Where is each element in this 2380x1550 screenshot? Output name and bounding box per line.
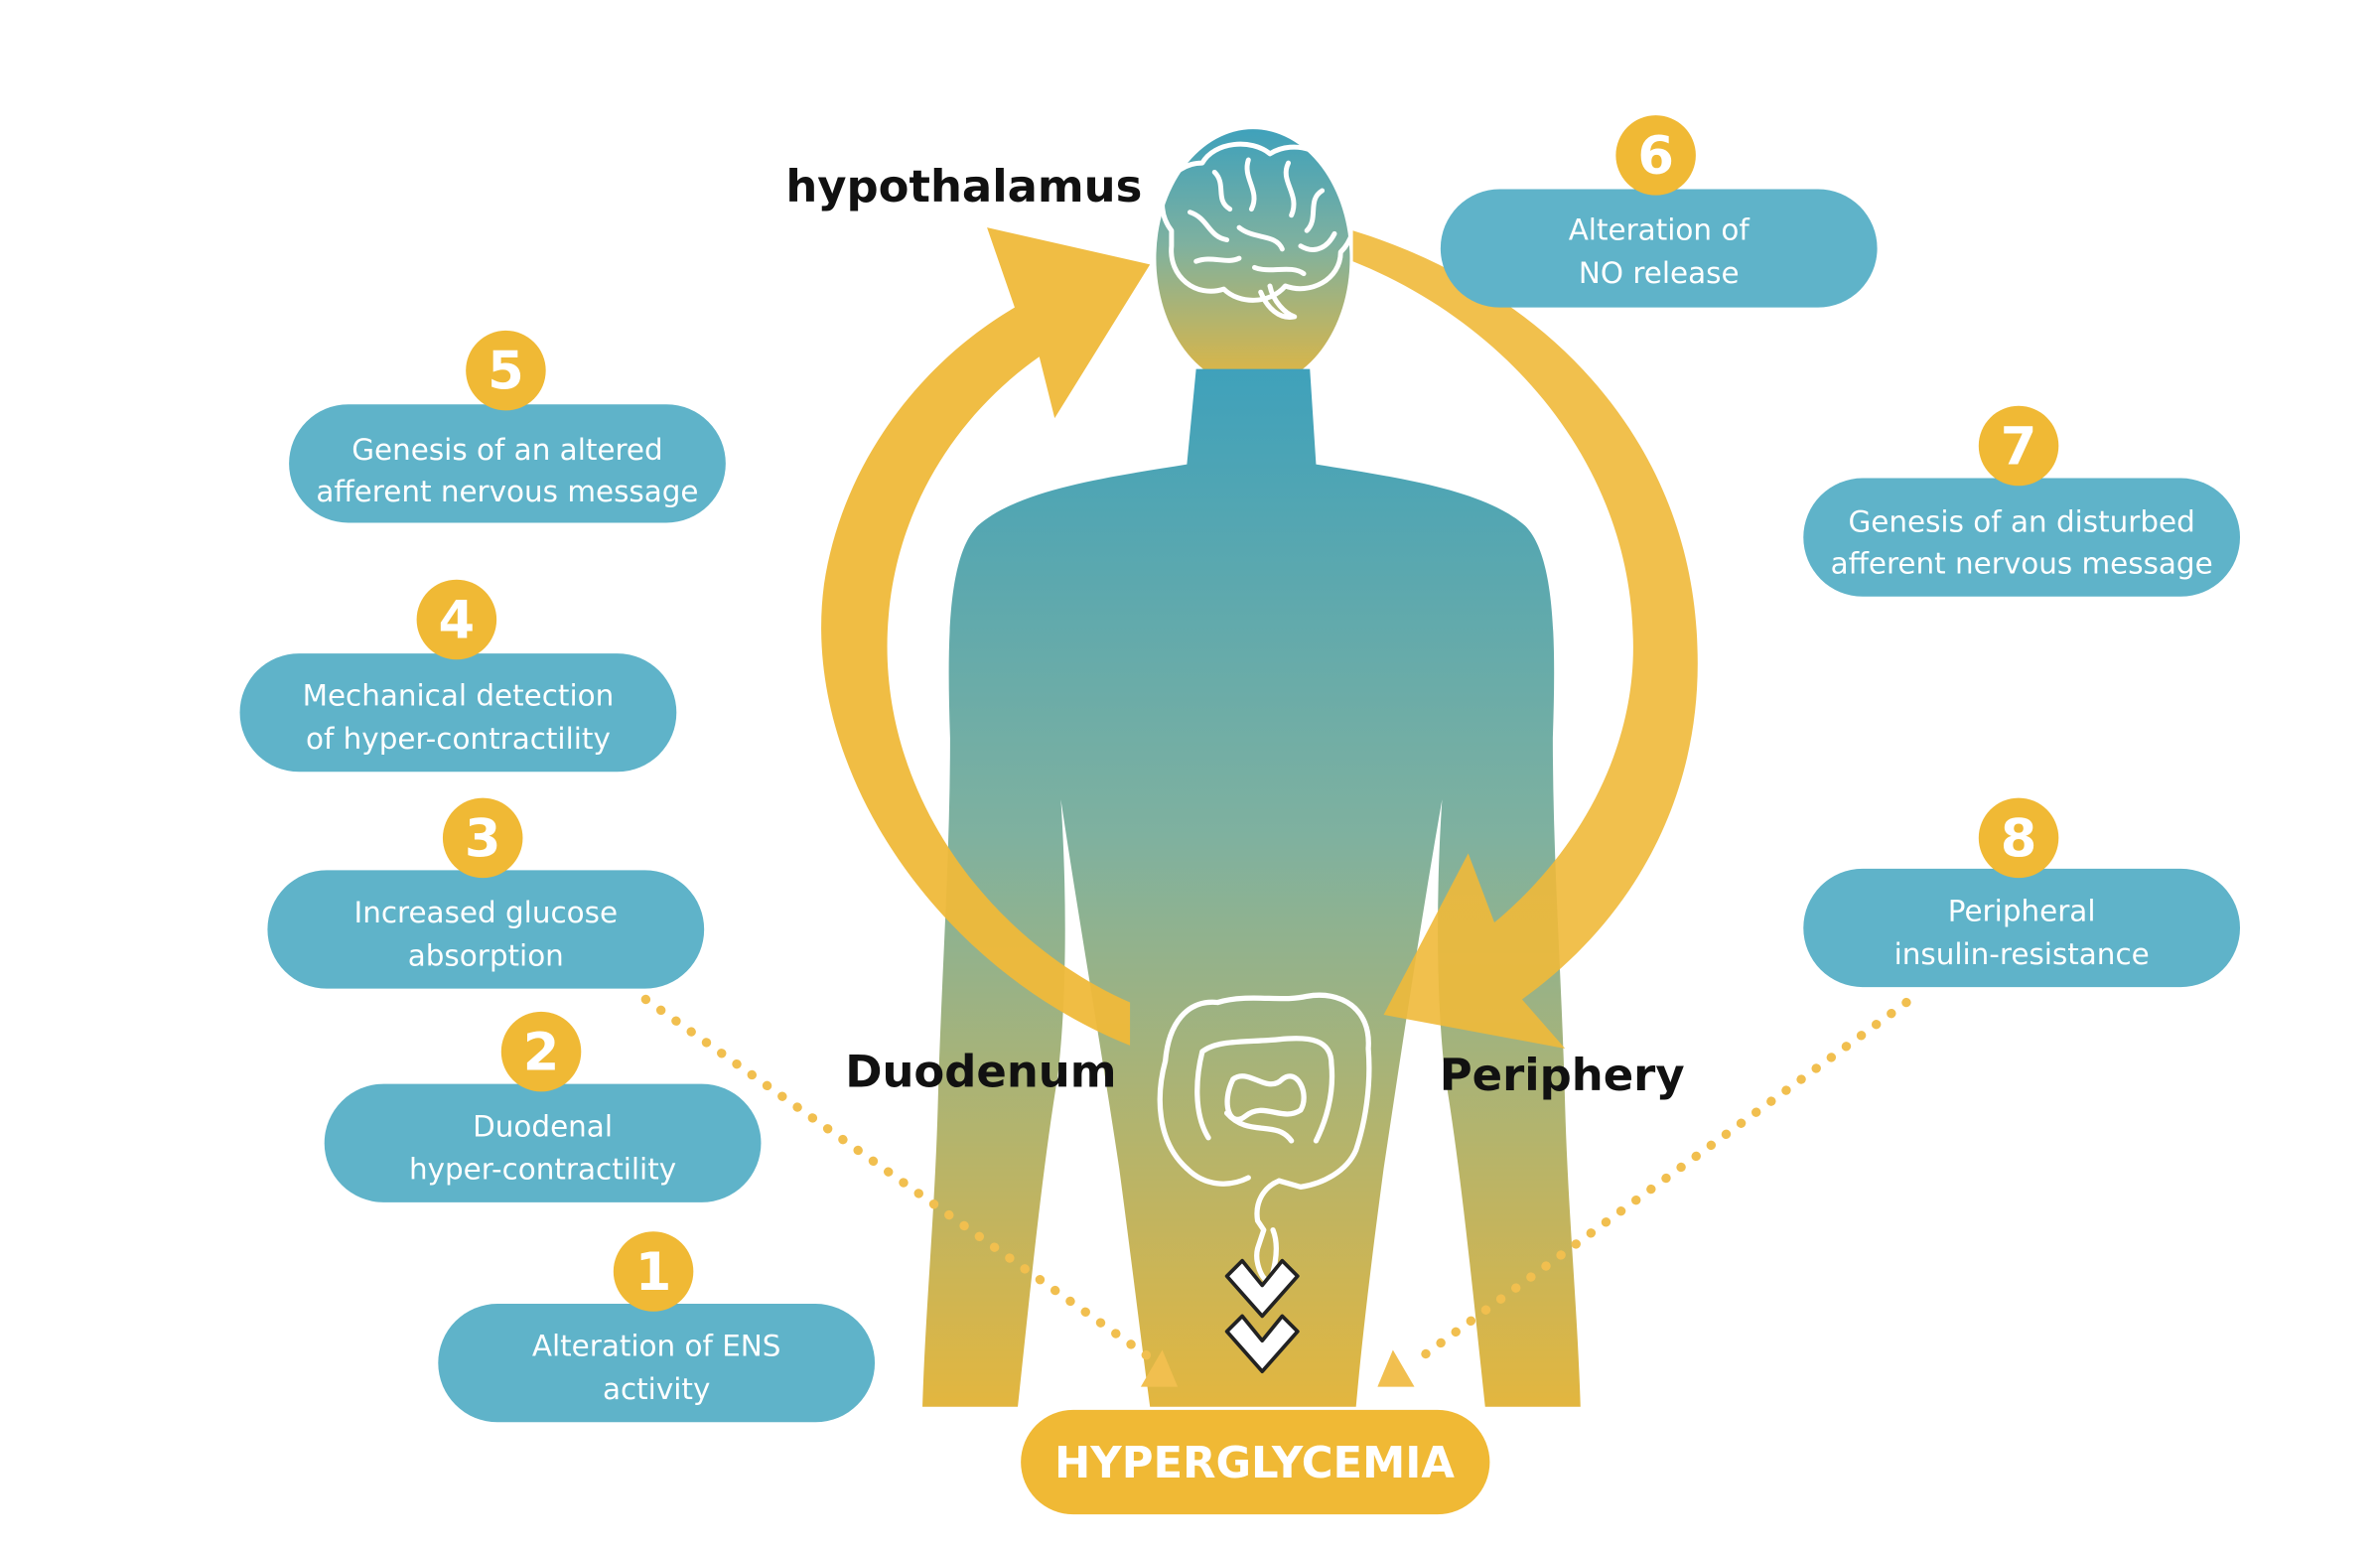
label-periphery: Periphery <box>1440 1049 1685 1101</box>
step-8-badge <box>1978 797 2059 879</box>
step-7-line2: afferent nervous message <box>1831 547 2213 581</box>
step-3-line2: absorption <box>408 938 564 972</box>
step-7: Genesis of an disturbed afferent nervous… <box>1803 405 2241 597</box>
step-3-number: 3 <box>465 808 501 869</box>
result-label: HYPERGLYCEMIA <box>1054 1439 1455 1488</box>
intestine-icon <box>1157 992 1372 1285</box>
step-5-line2: afferent nervous message <box>316 475 698 508</box>
step-7-number: 7 <box>2001 417 2037 478</box>
step-8: Peripheral insulin-resistance 8 <box>1803 797 2241 988</box>
step-2-number: 2 <box>523 1023 560 1083</box>
step-7-line1: Genesis of an disturbed <box>1848 505 2194 539</box>
step-1: Alteration of ENS activity 1 <box>438 1231 876 1423</box>
step-3-badge <box>442 797 523 879</box>
step-2-line1: Duodenal <box>473 1109 613 1143</box>
step-1-number: 1 <box>635 1242 672 1303</box>
step-2: Duodenal hyper-contractility 2 <box>324 1011 762 1202</box>
step-6-line2: NO release <box>1579 256 1740 290</box>
step-7-pill <box>1803 478 2241 597</box>
arrow-duodenum-to-hypothalamus <box>821 227 1151 1046</box>
arrow-hypothalamus-to-periphery <box>1352 230 1698 1050</box>
step-4-line2: of hyper-contractility <box>306 722 611 756</box>
label-hypothalamus: hypothalamus <box>785 160 1142 212</box>
step-6-badge <box>1615 115 1696 196</box>
result-hyperglycemia: HYPERGLYCEMIA <box>1021 1409 1490 1515</box>
dotted-arrowhead-right <box>1377 1349 1415 1387</box>
step-6-pill <box>1440 189 1878 308</box>
step-4: Mechanical detection of hyper-contractil… <box>239 579 677 773</box>
step-5-badge <box>466 330 546 411</box>
step-3-line1: Increased glucose <box>354 896 619 929</box>
step-1-pill <box>438 1304 876 1423</box>
step-8-line2: insulin-resistance <box>1894 937 2150 971</box>
dotted-arrowheads <box>1140 1349 1415 1387</box>
step-1-line2: activity <box>603 1372 710 1406</box>
brain-icon <box>1160 141 1358 320</box>
cycle-arrows <box>821 227 1698 1050</box>
step-5: Genesis of an altered afferent nervous m… <box>289 330 726 523</box>
dotted-arrowhead-left <box>1140 1349 1179 1387</box>
label-duodenum: Duodenum <box>845 1046 1116 1098</box>
step-4-badge <box>416 579 497 660</box>
step-3-pill <box>267 870 705 989</box>
dotted-connectors <box>640 994 1911 1367</box>
step-6-number: 6 <box>1637 126 1674 187</box>
step-2-line2: hyper-contractility <box>409 1153 676 1187</box>
step-8-number: 8 <box>2001 808 2037 869</box>
step-8-line1: Peripheral <box>1948 894 2096 927</box>
step-3: Increased glucose absorption 3 <box>267 797 705 989</box>
step-5-number: 5 <box>488 342 524 402</box>
step-4-number: 4 <box>439 591 476 651</box>
step-2-pill <box>324 1083 762 1202</box>
step-6: Alteration of NO release 6 <box>1440 115 1878 308</box>
step-2-badge <box>500 1011 582 1092</box>
step-4-pill <box>239 653 677 773</box>
step-6-line1: Alteration of <box>1569 213 1750 247</box>
dotted-line-left <box>640 994 1162 1367</box>
step-5-line1: Genesis of an altered <box>351 433 662 467</box>
step-1-badge <box>613 1231 694 1312</box>
chevron-down-icon <box>1224 1258 1300 1374</box>
human-silhouette <box>922 129 1581 1407</box>
step-8-pill <box>1803 868 2241 988</box>
step-1-line1: Alteration of ENS <box>532 1330 781 1363</box>
step-4-line1: Mechanical detection <box>303 679 615 713</box>
result-pill <box>1021 1409 1490 1515</box>
step-5-pill <box>289 404 726 523</box>
step-7-badge <box>1978 405 2059 487</box>
